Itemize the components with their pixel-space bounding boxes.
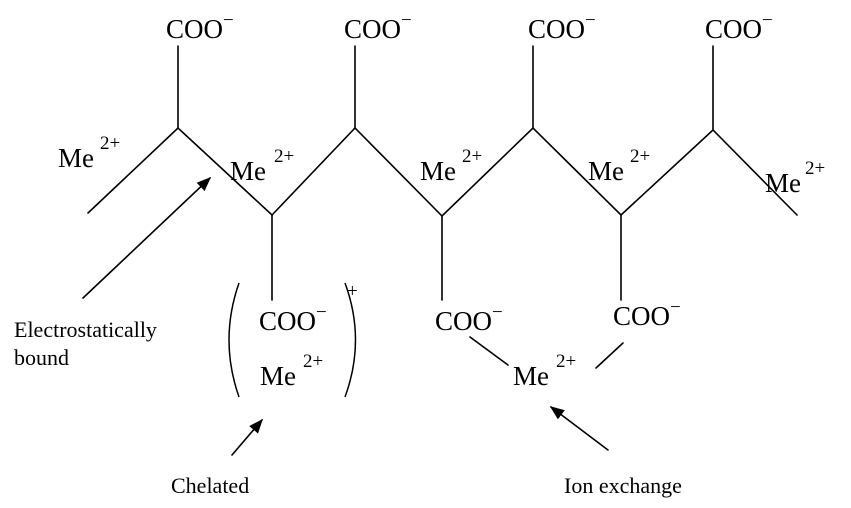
ion-exchange-carboxylate-left: COO−: [435, 302, 503, 336]
chelated-carboxylate: COO−: [259, 302, 327, 336]
ion-exchange-arrow: [549, 406, 609, 451]
ion-exchange-carboxylate-right: COO−: [613, 297, 681, 331]
upper-carboxylate-2: COO−: [344, 10, 412, 44]
label-chelated: Chelated: [171, 473, 249, 498]
chelated-arrow: [231, 418, 263, 456]
chelate-right-parenthesis: [344, 282, 357, 398]
label-bound: bound: [14, 345, 69, 370]
ion-exchange-bond-right: [595, 342, 624, 369]
chelate-left-parenthesis: [228, 282, 240, 398]
upper-carboxylate-3: COO−: [528, 10, 596, 44]
chelate-complex-charge: +: [347, 281, 358, 302]
label-ion-exchange: Ion exchange: [564, 473, 682, 498]
ion-exchange-bond-left: [469, 336, 509, 366]
label-electrostatically: Electrostatically: [14, 317, 157, 342]
upper-carboxylate-1: COO−: [166, 10, 234, 44]
upper-carboxylate-4: COO−: [705, 10, 773, 44]
electrostatic-arrow: [82, 177, 212, 299]
